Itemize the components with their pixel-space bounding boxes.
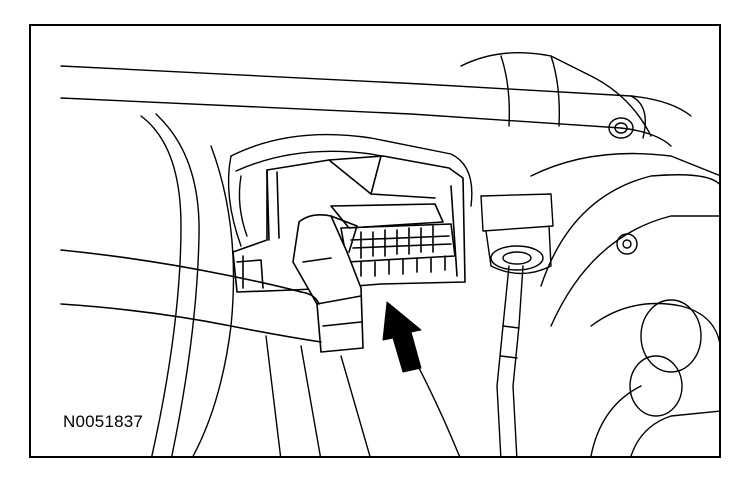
illustration-frame: N0051837 bbox=[29, 24, 721, 458]
mounting-stud bbox=[480, 193, 554, 456]
connector-opening bbox=[227, 133, 473, 247]
figure-id-label: N0051837 bbox=[61, 412, 146, 432]
electrical-connector bbox=[232, 155, 466, 293]
engine-components-right bbox=[460, 52, 719, 456]
line-drawing bbox=[60, 52, 719, 456]
connector-latch bbox=[292, 214, 364, 353]
arrow-up-left-icon bbox=[382, 301, 422, 373]
wiring-harness bbox=[60, 249, 322, 343]
upper-pipe bbox=[60, 65, 692, 147]
